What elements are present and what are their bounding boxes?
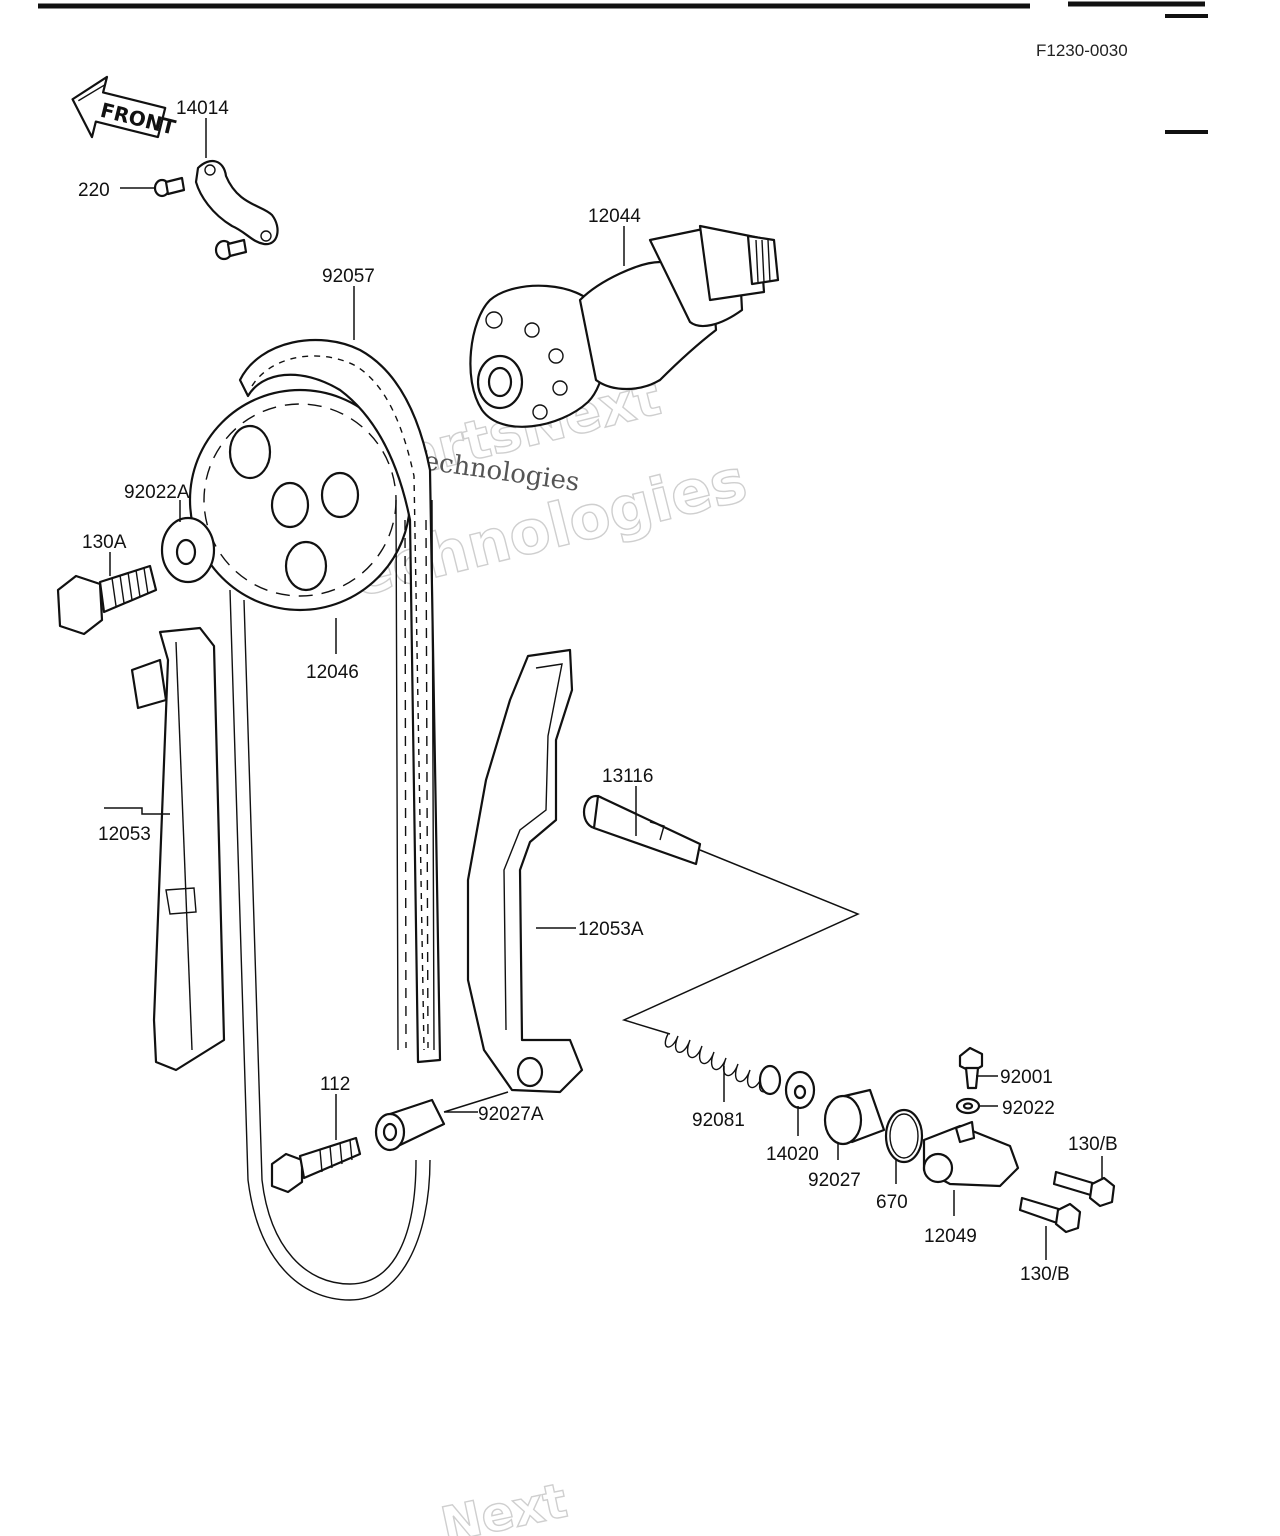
screw-220-b — [214, 238, 248, 261]
bolt-130A — [56, 564, 158, 636]
sleeve-92027 — [823, 1088, 886, 1146]
label-112: 112 — [320, 1074, 350, 1095]
front-arrow: FRONT — [71, 75, 178, 140]
leader-lines — [104, 118, 1103, 1260]
label-12049: 12049 — [924, 1226, 977, 1247]
bracket-14014 — [194, 159, 279, 246]
label-12046: 12046 — [306, 662, 359, 683]
cam-chain-92057 — [229, 338, 442, 1301]
label-92081: 92081 — [692, 1110, 745, 1131]
camshaft-12044 — [469, 224, 780, 428]
label-12053A: 12053A — [578, 919, 644, 940]
tensioner-guide-12053A — [466, 648, 584, 1094]
bolt-130B-bottom — [1018, 1196, 1082, 1234]
watermark-bottom: Next — [436, 1473, 572, 1536]
washer-92022A — [160, 516, 216, 584]
label-14020: 14020 — [766, 1144, 819, 1165]
label-130A: 130A — [82, 532, 127, 553]
label-92001: 92001 — [1000, 1067, 1053, 1088]
label-130B-bottom: 130/B — [1020, 1264, 1070, 1285]
part-14020 — [784, 1070, 816, 1110]
screw-220-a — [153, 176, 186, 198]
label-92022A: 92022A — [124, 482, 190, 503]
label-92022: 92022 — [1002, 1098, 1055, 1119]
label-92057: 92057 — [322, 266, 375, 287]
diagram-code: F1230-0030 — [1036, 41, 1128, 60]
pin-13116 — [582, 794, 702, 866]
bolt-112 — [270, 1136, 362, 1194]
label-130B-top: 130/B — [1068, 1134, 1118, 1155]
label-14014: 14014 — [176, 98, 229, 119]
collar-92027A — [374, 1098, 446, 1152]
label-92027A: 92027A — [478, 1104, 544, 1125]
label-12053: 12053 — [98, 824, 151, 845]
chain-guide-12053 — [130, 626, 226, 1072]
part-labels: 14014 220 12044 92057 92022A 130A 12046 … — [78, 98, 1118, 1285]
washer-92022 — [955, 1097, 981, 1115]
o-ring-670 — [884, 1108, 924, 1164]
spring-92081 — [664, 1033, 782, 1096]
label-670: 670 — [876, 1192, 908, 1213]
label-12044: 12044 — [588, 206, 641, 227]
label-13116: 13116 — [602, 766, 653, 787]
tensioner-body-12049 — [922, 1120, 1020, 1188]
label-92027: 92027 — [808, 1170, 861, 1191]
label-220: 220 — [78, 180, 110, 201]
bolt-92001 — [958, 1046, 984, 1090]
sprocket-12046 — [188, 388, 412, 612]
bolt-130B-top — [1052, 1170, 1116, 1208]
page-edge-marks — [38, 1, 1208, 134]
